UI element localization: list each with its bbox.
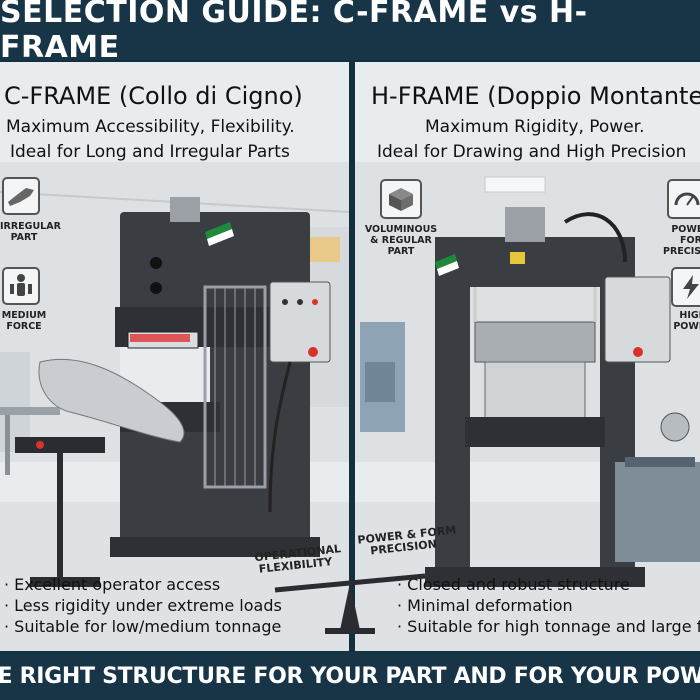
bracket-part-icon (8, 188, 34, 206)
person-force-icon (10, 274, 32, 296)
bullet-item: · Less rigidity under extreme loads (4, 596, 282, 615)
bullet-item: · Excellent operator access (4, 575, 221, 594)
c-frame-panel: C-FRAME (Collo di Cigno) Maximum Accessi… (0, 62, 349, 651)
irregular-part-tile (2, 177, 40, 215)
bullet-item: · Closed and robust structure (397, 575, 630, 594)
panel-divider (349, 62, 355, 651)
c-frame-bullets: · Excellent operator access · Less rigid… (4, 574, 282, 637)
c-frame-scene (0, 62, 349, 651)
high-power-tile (671, 267, 700, 307)
h-frame-subtitle-2: Ideal for Drawing and High Precision (377, 142, 687, 162)
bullet-item: · Suitable for low/medium tonnage (4, 617, 282, 636)
page-title: SELECTION GUIDE: C-FRAME vs H-FRAME (0, 0, 588, 65)
h-frame-title: H-FRAME (Doppio Montante) (371, 82, 700, 110)
c-frame-subtitle-2: Ideal for Long and Irregular Parts (10, 142, 290, 162)
bullet-item: · Suitable for high tonnage and large fo… (397, 617, 700, 636)
cube-part-icon (389, 188, 413, 211)
footer-bar: THE RIGHT STRUCTURE FOR YOUR PART AND FO… (0, 652, 700, 700)
medium-force-tile (2, 267, 40, 305)
h-frame-subtitle-1: Maximum Rigidity, Power. (425, 117, 645, 137)
voluminous-part-tile (380, 179, 422, 219)
high-power-label: HIGHPOWER (673, 310, 700, 332)
precision-tile (667, 179, 700, 219)
balance-scale-graphic (274, 573, 426, 634)
bullet-item: · Minimal deformation (397, 596, 573, 615)
c-frame-subtitle-1: Maximum Accessibility, Flexibility. (6, 117, 295, 137)
h-frame-panel: H-FRAME (Doppio Montante) Maximum Rigidi… (355, 62, 700, 651)
power-icon (683, 275, 699, 299)
precision-label: POWERFORPRECISION (663, 224, 700, 257)
h-frame-bullets: · Closed and robust structure · Minimal … (397, 574, 700, 637)
header-bar: SELECTION GUIDE: C-FRAME vs H-FRAME (0, 0, 700, 65)
gauge-icon (674, 192, 700, 206)
c-frame-title: C-FRAME (Collo di Cigno) (4, 82, 303, 110)
footer-tagline: THE RIGHT STRUCTURE FOR YOUR PART AND FO… (0, 663, 700, 689)
